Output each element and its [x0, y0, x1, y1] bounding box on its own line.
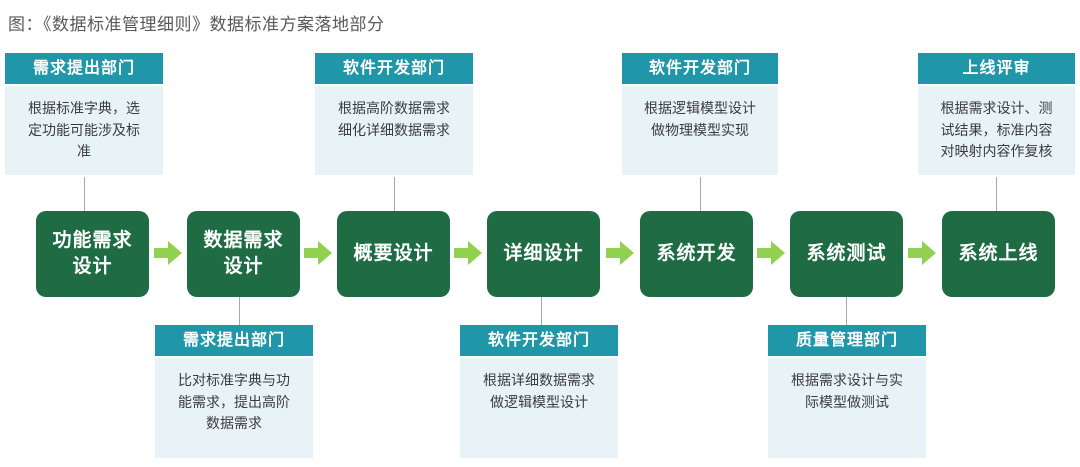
flow-step-outline-design: 概要设计 [337, 211, 450, 297]
dept-description: 根据逻辑模型设计做物理模型实现 [622, 86, 778, 175]
dept-label: 上线评审 [918, 53, 1075, 84]
flow-step-system-test: 系统测试 [790, 211, 903, 297]
dept-label: 软件开发部门 [460, 325, 618, 356]
dept-description: 根据高阶数据需求细化详细数据需求 [315, 86, 473, 175]
annotation-top-1: 需求提出部门 根据标准字典，选定功能可能涉及标准 [5, 53, 163, 176]
connector-line [394, 177, 395, 211]
dept-description: 根据需求设计、测试结果，标准内容对映射内容作复核 [918, 86, 1075, 176]
annotation-top-2: 软件开发部门 根据高阶数据需求细化详细数据需求 [315, 53, 473, 175]
connector-line [239, 297, 240, 325]
connector-line [846, 297, 847, 325]
flow-step-functional-req-design: 功能需求 设计 [36, 211, 149, 297]
connector-line [996, 177, 997, 211]
flow-step-data-req-design: 数据需求 设计 [187, 211, 300, 297]
connector-line [84, 177, 85, 211]
flow-step-system-dev: 系统开发 [640, 211, 753, 297]
flow-step-system-launch: 系统上线 [942, 211, 1055, 297]
arrow-right-icon [454, 241, 482, 265]
arrow-right-icon [908, 241, 936, 265]
dept-description: 根据详细数据需求做逻辑模型设计 [460, 358, 618, 458]
dept-description: 根据标准字典，选定功能可能涉及标准 [5, 86, 163, 176]
annotation-bottom-2: 软件开发部门 根据详细数据需求做逻辑模型设计 [460, 325, 618, 458]
flow-step-detailed-design: 详细设计 [487, 211, 600, 297]
connector-line [700, 177, 701, 211]
arrow-right-icon [304, 241, 332, 265]
dept-label: 需求提出部门 [5, 53, 163, 84]
dept-label: 软件开发部门 [315, 53, 473, 84]
dept-description: 根据需求设计与实际模型做测试 [768, 358, 926, 458]
annotation-top-4: 上线评审 根据需求设计、测试结果，标准内容对映射内容作复核 [918, 53, 1075, 176]
arrow-right-icon [154, 241, 182, 265]
dept-description: 比对标准字典与功能需求，提出高阶数据需求 [155, 358, 313, 458]
diagram-title: 图：《数据标准管理细则》数据标准方案落地部分 [8, 15, 385, 34]
arrow-right-icon [606, 241, 634, 265]
connector-line [541, 297, 542, 325]
dept-label: 软件开发部门 [622, 53, 778, 84]
dept-label: 质量管理部门 [768, 325, 926, 356]
arrow-right-icon [757, 241, 785, 265]
dept-label: 需求提出部门 [155, 325, 313, 356]
annotation-bottom-1: 需求提出部门 比对标准字典与功能需求，提出高阶数据需求 [155, 325, 313, 458]
annotation-top-3: 软件开发部门 根据逻辑模型设计做物理模型实现 [622, 53, 778, 175]
annotation-bottom-3: 质量管理部门 根据需求设计与实际模型做测试 [768, 325, 926, 458]
